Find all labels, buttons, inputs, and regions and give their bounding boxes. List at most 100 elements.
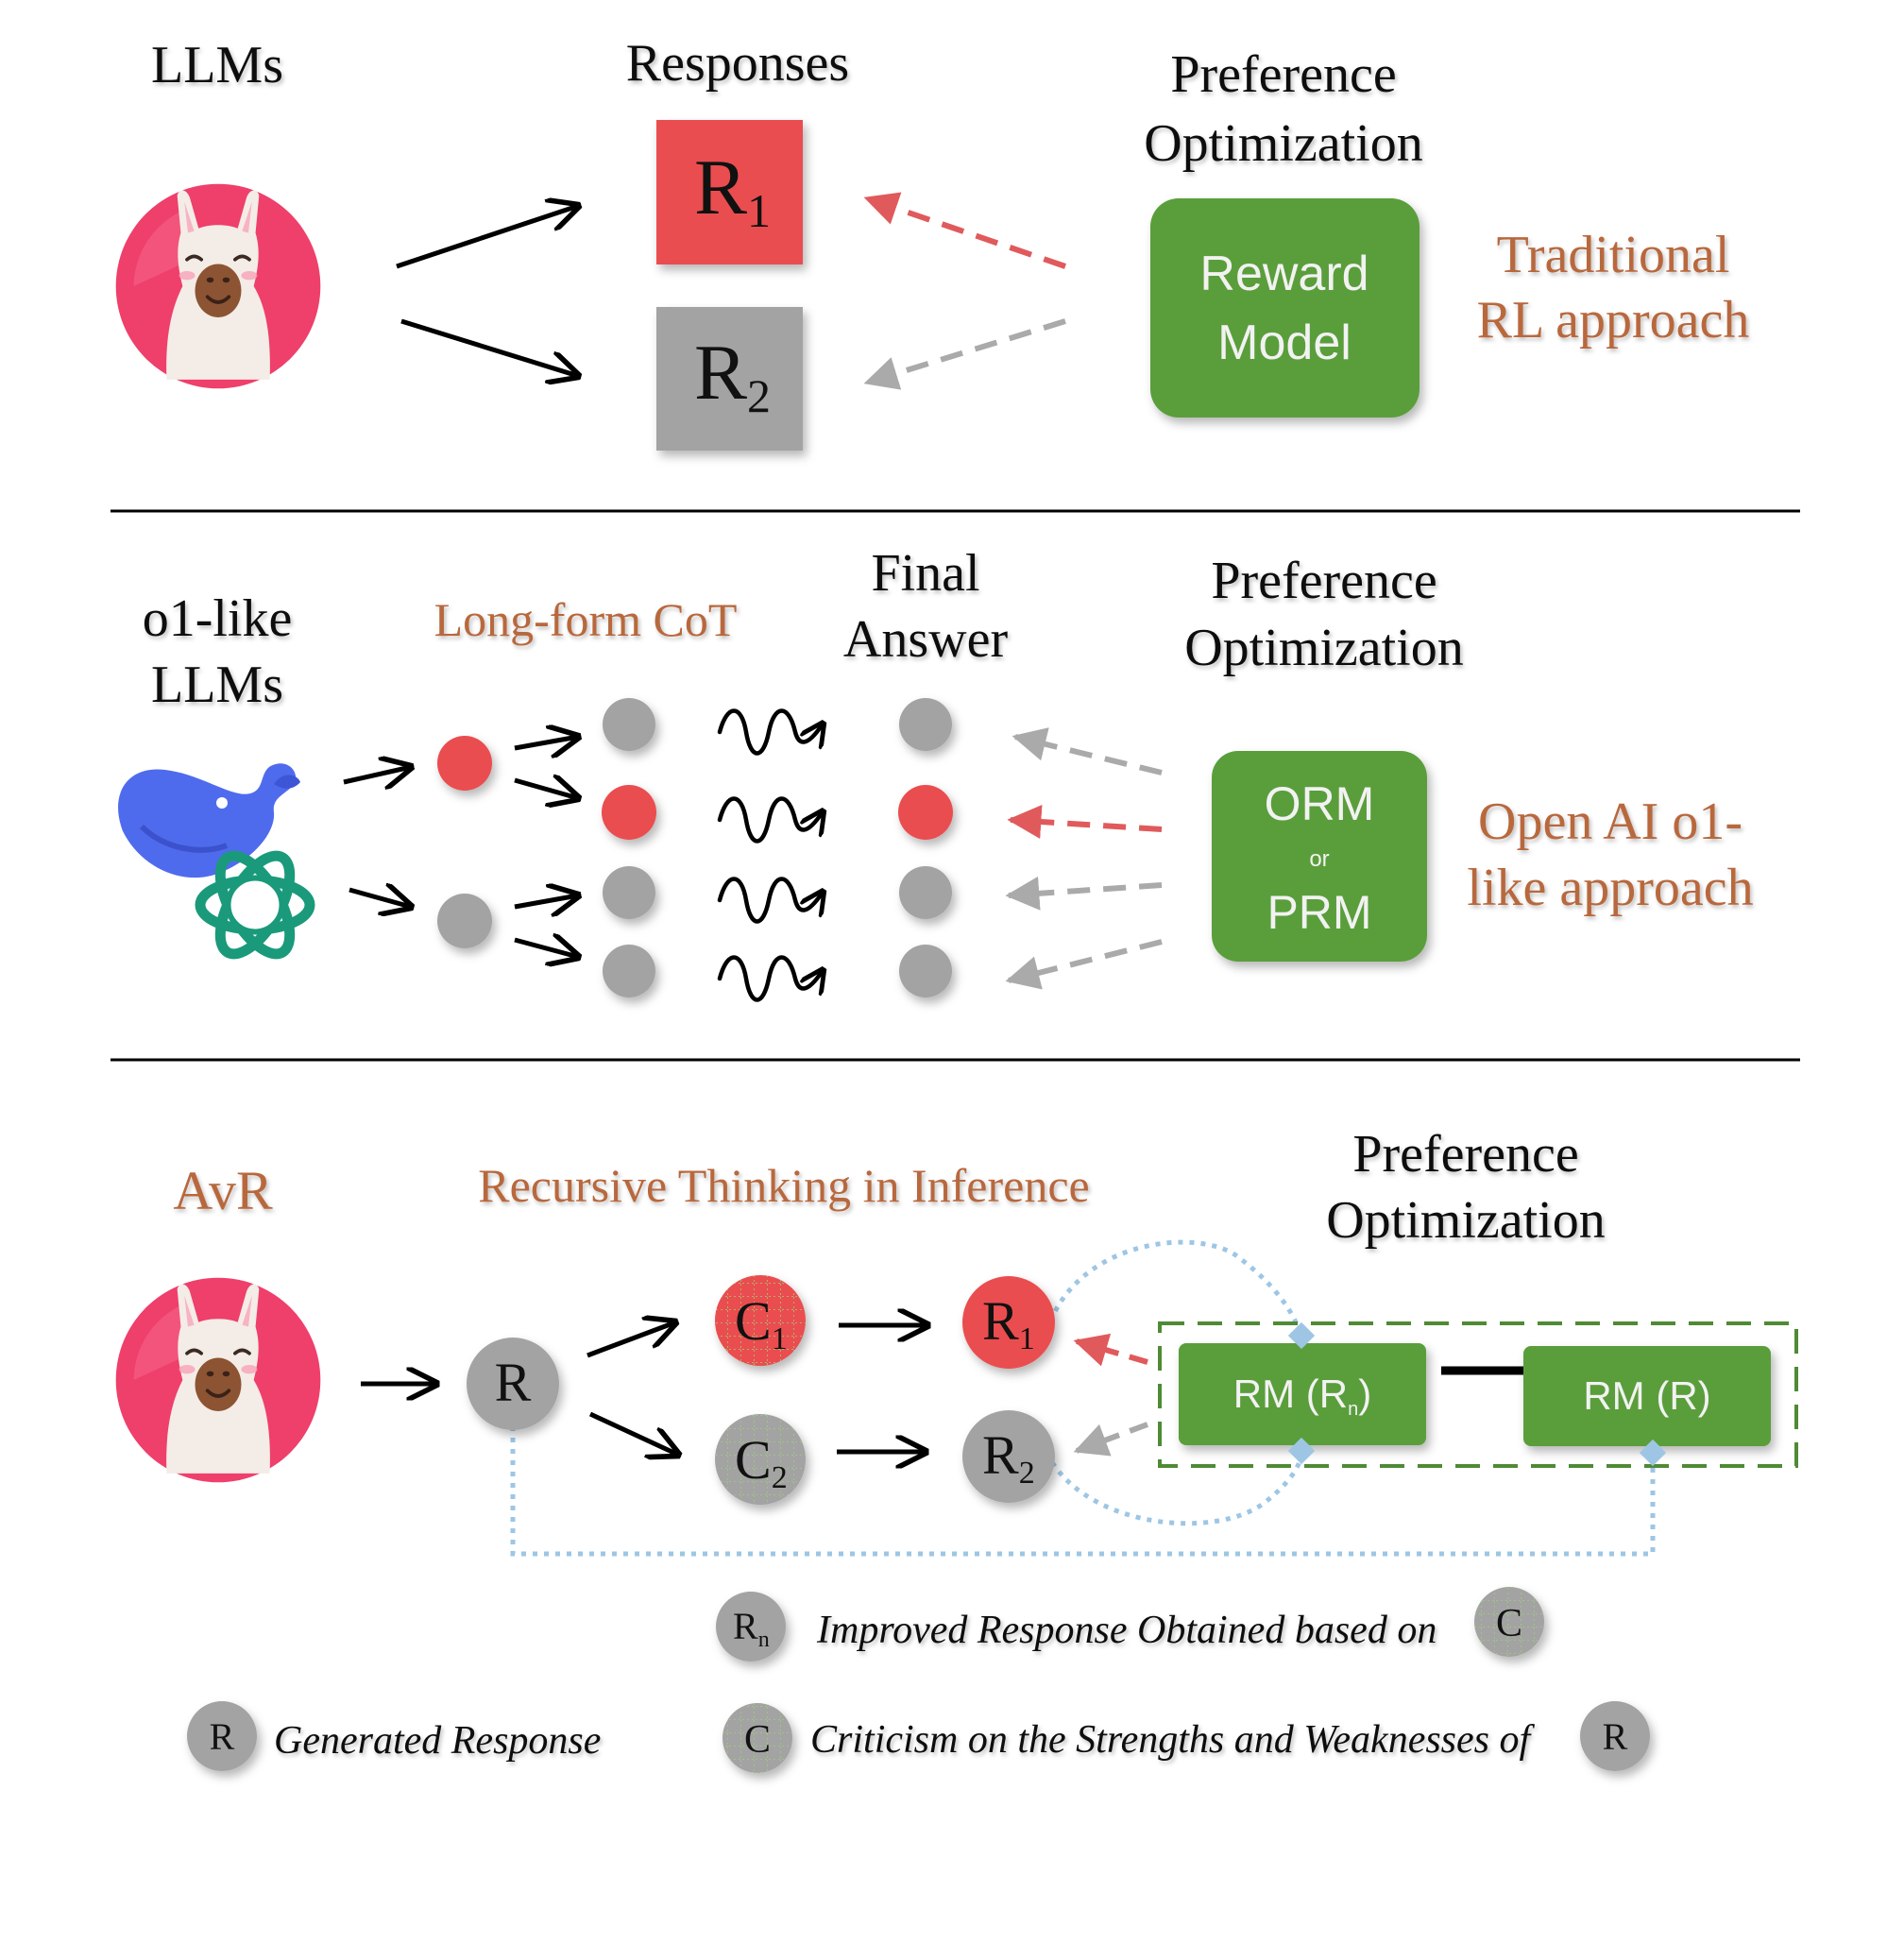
- s3-response-r2: [962, 1410, 1055, 1503]
- legend-c-r-symbol-text: R: [1603, 1715, 1628, 1758]
- s3-rm-group-dashed-border: [1158, 1321, 1798, 1468]
- s1-response-r1: [656, 120, 803, 264]
- s3-connector-diamond-2: [1287, 1437, 1316, 1465]
- s3-c2-text: C2: [735, 1429, 788, 1495]
- rm-rn-box: [1179, 1343, 1426, 1445]
- legend-c-r-symbol: [1580, 1701, 1650, 1771]
- squiggle-arrow-1: [717, 708, 822, 756]
- s3-connector-diamond-3: [1639, 1439, 1667, 1467]
- s1-responses-label: Responses: [626, 34, 849, 93]
- s1-pref-line1: Preference: [1170, 45, 1396, 104]
- s1-approach-line1: Traditional: [1497, 226, 1730, 284]
- s2-pref-line2: Optimization: [1184, 619, 1464, 677]
- s1-pref-line2: Optimization: [1144, 114, 1423, 173]
- reward-model-box: [1150, 198, 1420, 418]
- prm-label: PRM: [1266, 886, 1371, 939]
- s2-pref-line1: Preference: [1211, 552, 1436, 610]
- s3-dotted-bottom-connector: [510, 1426, 1656, 1557]
- legend-r-symbol: [187, 1701, 257, 1771]
- s2-arrow-red-to-2: [514, 780, 578, 798]
- s2-arrow-model-to-gray: [348, 890, 411, 907]
- legend-r-symbol-text: R: [210, 1715, 235, 1758]
- squiggle-arrow-3: [717, 877, 822, 924]
- legend-rn-symbol: [716, 1592, 786, 1662]
- s1-gray-dashed-arrow: [863, 318, 1066, 390]
- s1-red-dashed-arrow: [863, 192, 1066, 269]
- s2-model-line2: LLMs: [151, 656, 283, 714]
- s1-r1-text: R1: [694, 144, 771, 237]
- s2-gray-dashed-arrow-3: [1005, 876, 1163, 911]
- s1-model-label: LLMs: [151, 36, 283, 94]
- reward-model-line2: Model: [1217, 315, 1352, 370]
- s2-arrow-gray-to-3: [514, 895, 578, 907]
- s1-arrow-to-r2: [400, 318, 578, 376]
- s2-final-node-3: [899, 866, 952, 919]
- s3-pref-line2: Optimization: [1326, 1191, 1606, 1250]
- openai-knot-icon: [195, 850, 315, 960]
- s2-final-line1: Final: [871, 544, 979, 603]
- s2-final-line2: Answer: [843, 610, 1009, 669]
- legend-r-text: Generated Response: [274, 1719, 601, 1763]
- s2-arrow-gray-to-4: [514, 940, 578, 957]
- legend-c-symbol: [722, 1703, 792, 1773]
- rm-r-box: [1523, 1346, 1771, 1446]
- s2-cot-label: Long-form CoT: [434, 593, 738, 646]
- s1-r2-text: R2: [694, 329, 771, 422]
- legend-rn-text: Improved Response Obtained based on: [816, 1609, 1436, 1652]
- s3-r-text: R: [495, 1352, 532, 1413]
- s2-gray-dashed-arrow-4: [1005, 939, 1163, 990]
- s3-pref-line1: Preference: [1352, 1125, 1578, 1184]
- llama-avatar-icon: [113, 181, 323, 391]
- s3-gray-dashed-arrow: [1073, 1422, 1149, 1457]
- s2-branch-node-3: [603, 866, 655, 919]
- legend-c-symbol-text: C: [744, 1718, 771, 1762]
- s2-cot-node-red: [437, 736, 492, 791]
- s2-squiggle-arrows: [717, 708, 822, 1002]
- s3-criticism-c1: [715, 1275, 806, 1366]
- s3-arrow-r-to-c2: [588, 1411, 678, 1455]
- s3-connector-diamond-1: [1287, 1321, 1316, 1350]
- deepseek-whale-icon: [118, 763, 300, 878]
- s3-c1-text: C1: [735, 1290, 788, 1356]
- s2-model-line1: o1-like: [143, 589, 293, 648]
- s2-arrow-model-to-red: [343, 767, 411, 782]
- s2-arrow-red-to-1: [514, 737, 578, 748]
- s3-model-label: AvR: [173, 1160, 273, 1221]
- s3-r2-text: R2: [982, 1424, 1035, 1491]
- s2-gray-dashed-arrow-1: [1012, 727, 1163, 775]
- s3-arrow-r-to-c1: [586, 1322, 675, 1358]
- s2-approach-line1: Open AI o1-: [1478, 793, 1742, 851]
- legend-rn-c-text: C: [1496, 1602, 1522, 1645]
- reward-model-line1: Reward: [1199, 247, 1368, 301]
- s3-red-dashed-arrow: [1073, 1333, 1148, 1367]
- legend-rn-c-symbol: [1474, 1587, 1544, 1657]
- s2-branch-node-1: [603, 698, 655, 751]
- s2-final-node-1: [899, 698, 952, 751]
- s2-red-dashed-arrow: [1007, 805, 1163, 839]
- s3-response-r1: [962, 1276, 1055, 1369]
- s3-recursive-label: Recursive Thinking in Inference: [478, 1159, 1089, 1212]
- or-label: or: [1309, 846, 1329, 872]
- s1-arrow-to-r1: [396, 206, 578, 269]
- legend-rn-symbol-text: Rn: [733, 1605, 770, 1652]
- squiggle-arrow-2: [717, 796, 822, 844]
- s2-final-node-2: [898, 785, 953, 840]
- s3-dotted-loop-top: [1044, 1239, 1306, 1344]
- squiggle-arrow-4: [717, 955, 822, 1002]
- s3-r1-text: R1: [982, 1290, 1035, 1356]
- orm-label: ORM: [1265, 777, 1375, 830]
- llama-avatar-icon-2: [113, 1275, 323, 1485]
- s2-branch-node-2: [602, 785, 656, 840]
- s2-final-node-4: [899, 945, 952, 997]
- rm-r-label: RM (R): [1583, 1373, 1710, 1418]
- legend-c-text: Criticism on the Strengths and Weaknesse…: [810, 1718, 1536, 1762]
- s2-branch-node-4: [603, 945, 655, 997]
- s1-response-r2: [656, 307, 803, 451]
- s1-approach-line2: RL approach: [1477, 291, 1750, 349]
- s3-criticism-c2: [715, 1414, 806, 1505]
- rm-rn-label: RM (Rn): [1233, 1372, 1371, 1420]
- s3-response-r: [467, 1338, 559, 1430]
- orm-prm-box: [1212, 751, 1427, 962]
- s3-dotted-loop-bottom: [1044, 1450, 1306, 1526]
